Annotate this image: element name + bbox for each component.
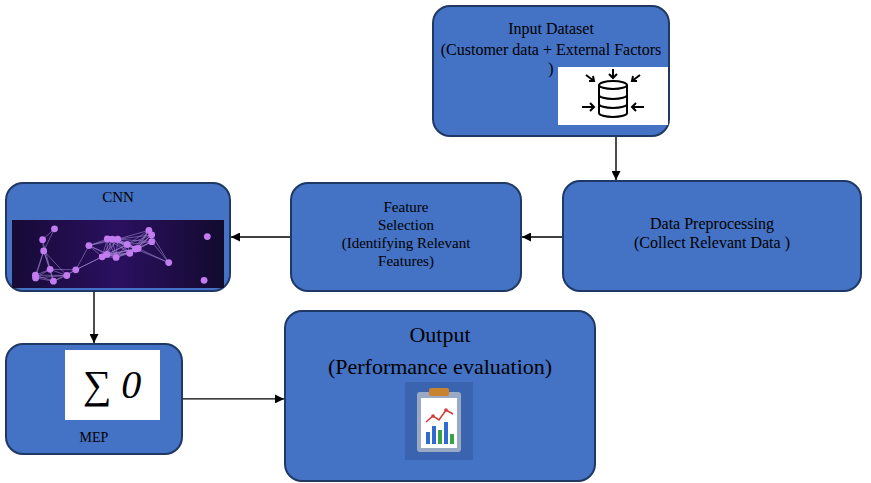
box-heading: Input Dataset [508, 19, 594, 38]
box-illustration [405, 382, 473, 460]
flow-arrow [231, 236, 290, 237]
flow-arrow [615, 137, 616, 180]
box-body: MEP [80, 430, 109, 447]
box-heading: CNN [102, 188, 134, 206]
process-box: ∑ 0 MEP [5, 343, 183, 455]
box-body: (Identifying Relevant Features) [321, 234, 491, 270]
process-box: Feature Selection(Identifying Relevant F… [290, 182, 522, 292]
box-heading: Data Preprocessing [650, 214, 774, 233]
box-body: (Customer data + External Factors ) [438, 40, 664, 78]
formula-symbol: ∑ 0 [65, 350, 160, 420]
box-illustration [558, 67, 668, 125]
flow-arrow [183, 398, 284, 399]
box-heading: Output [409, 322, 470, 348]
process-box: Output (Performance evaluation) [284, 310, 596, 482]
box-illustration [12, 220, 224, 288]
flow-arrow [93, 292, 94, 343]
box-heading: Feature Selection [366, 198, 446, 234]
process-box: Data Preprocessing(Collect Relevant Data… [562, 180, 862, 292]
box-body: (Collect Relevant Data ) [634, 233, 790, 252]
process-box: Input Dataset (Customer data + External F… [432, 5, 670, 137]
flow-arrow [522, 236, 562, 237]
box-body: (Performance evaluation) [328, 354, 552, 380]
process-box: CNN [5, 182, 231, 292]
